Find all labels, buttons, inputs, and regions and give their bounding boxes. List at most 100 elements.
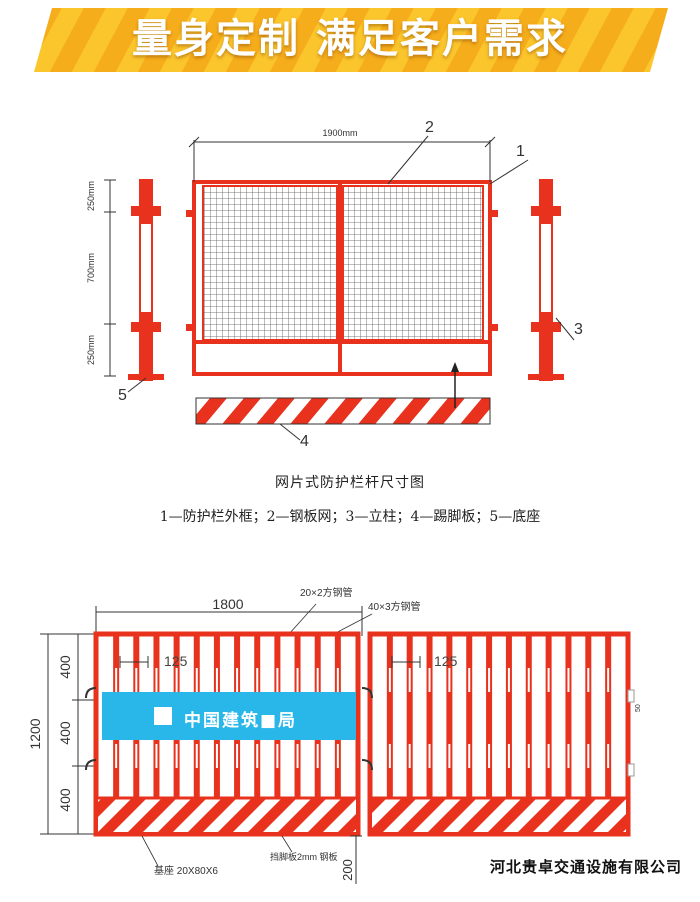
- spacing-label-left: 125: [164, 653, 188, 669]
- vertical-bar: [565, 636, 572, 798]
- company-sign: [102, 692, 356, 740]
- base-label: 基座 20X80X6: [154, 864, 218, 877]
- vertical-bar: [585, 636, 592, 798]
- height-label-mid: 700mm: [86, 253, 96, 283]
- kickboard-right: [372, 798, 626, 832]
- vertical-bar: [466, 636, 473, 798]
- bar-stripe: [316, 668, 319, 692]
- bar-stripe: [296, 744, 299, 768]
- right-note: 50: [635, 704, 642, 712]
- bar-stripe: [488, 744, 491, 768]
- diagram-caption: 网片式防护栏杆尺寸图 1—防护栏外框；2—钢板网；3—立柱；4—踢脚板；5—底座: [0, 472, 700, 526]
- bar-stripe: [236, 668, 239, 692]
- left-post: [128, 179, 164, 381]
- bar-stripe: [276, 668, 279, 692]
- bar-stripe: [607, 744, 610, 768]
- vertical-bar: [505, 636, 512, 798]
- bar-stripe: [428, 668, 431, 692]
- spacing-label-right: 125: [434, 653, 458, 669]
- bar-stripe: [547, 744, 550, 768]
- bar-stripe: [195, 668, 198, 692]
- callout-4: 4: [300, 433, 309, 450]
- panel-right: [361, 631, 635, 837]
- height-seg-2: 400: [57, 721, 73, 745]
- height-seg-3: 400: [57, 788, 73, 812]
- caption-legend: 1—防护栏外框；2—钢板网；3—立柱；4—踢脚板；5—底座: [159, 509, 541, 525]
- bar-stripe: [587, 744, 590, 768]
- bar-stripe: [236, 744, 239, 768]
- bar-stripe: [507, 668, 510, 692]
- bar-stripe: [336, 668, 339, 692]
- bar-stripe: [215, 744, 218, 768]
- height-total-label: 1200: [27, 718, 43, 749]
- bar-stripe: [336, 744, 339, 768]
- kickboard: [195, 397, 491, 425]
- bar-stripe: [408, 744, 411, 768]
- width-label-1800: 1800: [212, 596, 243, 612]
- bar-stripe: [256, 744, 259, 768]
- sign-text: 中国建筑■局: [184, 711, 298, 731]
- bar-stripe: [448, 744, 451, 768]
- height-label-top: 250mm: [86, 181, 96, 211]
- bar-stripe: [527, 668, 530, 692]
- bar-stripe: [388, 668, 391, 692]
- bar-stripe: [547, 668, 550, 692]
- kickboard-left: [98, 798, 356, 832]
- bar-stripe: [468, 668, 471, 692]
- bar-stripe: [567, 744, 570, 768]
- bar-stripe: [195, 744, 198, 768]
- bar-stripe: [135, 668, 138, 692]
- bar-stripe: [448, 668, 451, 692]
- bar-stripe: [115, 744, 118, 768]
- base-height-label: 200: [340, 859, 355, 881]
- height-seg-1: 400: [57, 655, 73, 679]
- bar-stripe: [587, 668, 590, 692]
- vertical-bar: [486, 636, 493, 798]
- width-label: 1900mm: [322, 128, 357, 138]
- bar-stripe: [215, 668, 218, 692]
- panel-left: [85, 631, 361, 837]
- banner: [34, 8, 668, 72]
- outer-frame: [186, 180, 498, 376]
- bar-stripe: [135, 744, 138, 768]
- callout-1: 1: [516, 143, 525, 160]
- bar-stripe: [488, 668, 491, 692]
- callout-3: 3: [574, 321, 583, 338]
- bar-stripe: [607, 668, 610, 692]
- bar-guardrail-diagram: 1800 20×2方钢管 40×3方钢管 1200 400 400 400 50: [27, 586, 642, 884]
- bar-stripe: [155, 668, 158, 692]
- bar-stripe: [527, 744, 530, 768]
- board-label: 挡脚板2mm 钢板: [270, 851, 338, 862]
- tube-label-40x3: 40×3方钢管: [368, 600, 421, 613]
- mesh-guardrail-diagram: 250mm 700mm 250mm 5 1900mm 2 1 3: [86, 119, 583, 450]
- vertical-bar: [605, 636, 612, 798]
- company-name: 河北贵卓交通设施有限公司: [489, 858, 682, 876]
- height-label-bottom: 250mm: [86, 335, 96, 365]
- vertical-bar: [525, 636, 532, 798]
- bar-stripe: [428, 744, 431, 768]
- bar-stripe: [388, 744, 391, 768]
- bar-stripe: [567, 668, 570, 692]
- tube-label-20x2: 20×2方钢管: [300, 586, 353, 599]
- bar-stripe: [276, 744, 279, 768]
- company-logo: [154, 707, 172, 725]
- bar-stripe: [256, 668, 259, 692]
- bar-stripe: [296, 668, 299, 692]
- bar-stripe: [175, 744, 178, 768]
- callout-2: 2: [425, 119, 434, 136]
- vertical-bar: [446, 636, 453, 798]
- vertical-bar: [406, 636, 413, 798]
- banner-title: 量身定制 满足客户需求: [132, 16, 568, 62]
- bar-stripe: [316, 744, 319, 768]
- bar-stripe: [175, 668, 178, 692]
- vertical-bar: [426, 636, 433, 798]
- callout-5: 5: [118, 387, 127, 404]
- caption-title: 网片式防护栏杆尺寸图: [275, 475, 425, 491]
- bar-stripe: [468, 744, 471, 768]
- bar-stripe: [115, 668, 118, 692]
- vertical-bar: [386, 636, 393, 798]
- right-post: [528, 179, 564, 381]
- bar-stripe: [408, 668, 411, 692]
- bar-stripe: [155, 744, 158, 768]
- vertical-bar: [545, 636, 552, 798]
